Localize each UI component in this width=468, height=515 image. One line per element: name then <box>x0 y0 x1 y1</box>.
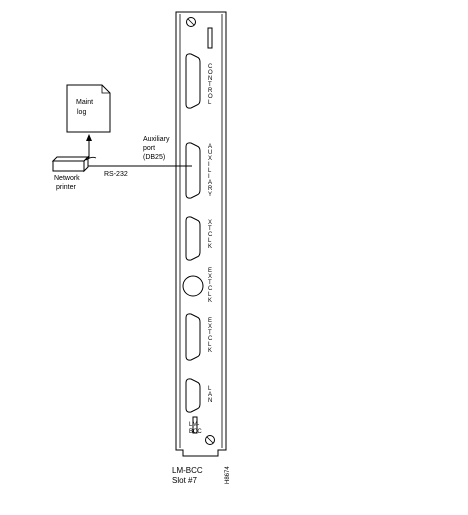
ext-clk-1-port-label-letter: C <box>208 286 213 292</box>
ext-clk-1-port-label-letter: E <box>208 268 212 274</box>
control-port-label: C O N T R O L <box>208 64 213 106</box>
aux-callout-line1: Auxiliary <box>143 136 170 143</box>
ext-clk-1-port-label-letter: K <box>208 298 212 304</box>
lan-port-connector <box>185 378 201 413</box>
lan-port-label-letter: N <box>208 398 212 404</box>
xtclk-port-label: X T C L K <box>208 220 213 250</box>
printer-paper <box>85 156 97 161</box>
top-screw <box>186 17 196 27</box>
control-port-connector <box>185 53 201 109</box>
caption-line1: LM-BCC <box>172 466 203 475</box>
ext-clk-1-port-label: E X T C L K <box>208 268 213 304</box>
control-port-label-letter: T <box>208 82 212 88</box>
top-ejector-slot <box>207 27 213 49</box>
maint-log-label-line2: log <box>77 109 86 116</box>
arrow-head <box>86 134 92 141</box>
control-port-label-letter: O <box>208 70 213 76</box>
ext-clk-1-port-label-letter: L <box>208 292 212 298</box>
bottom-ejector-slot <box>192 416 198 434</box>
ext-clk-2-port-label-letter: E <box>208 318 212 324</box>
lan-port-label-letter: L <box>208 386 212 392</box>
document-fold <box>101 85 110 94</box>
auxiliary-port-label-letter: U <box>208 150 212 156</box>
rs232-cable-label: RS-232 <box>104 171 128 178</box>
control-port-label-letter: R <box>208 88 213 94</box>
auxiliary-port-label-letter: R <box>208 186 213 192</box>
ext-clk-2-port-label-letter: K <box>208 348 212 354</box>
ext-clk-1-port-label-letter: X <box>208 274 212 280</box>
ext-clk-2-port-label: E X T C L K <box>208 318 213 354</box>
xtclk-port-label-letter: X <box>208 220 212 226</box>
maint-log-label-line1: Maint <box>76 99 93 106</box>
auxiliary-port-label-letter: I <box>208 162 210 168</box>
control-port-label-letter: L <box>208 100 212 106</box>
auxiliary-port-label-letter: A <box>208 144 212 150</box>
control-port-label-letter: N <box>208 76 212 82</box>
lm-bcc-panel <box>175 11 227 457</box>
auxiliary-port-label-letter: X <box>208 156 212 162</box>
printer-side-face <box>83 155 89 173</box>
xtclk-port-connector <box>185 216 201 261</box>
auxiliary-port-connector <box>185 142 201 199</box>
panel-name-line1: LM- <box>189 422 199 428</box>
printer-top-face <box>51 156 90 162</box>
xtclk-port-label-letter: T <box>208 226 212 232</box>
ext-clk-2-port-label-letter: T <box>208 330 212 336</box>
ext-clk-1-port-label-letter: T <box>208 280 212 286</box>
ext-clk-2-port-label-letter: C <box>208 336 213 342</box>
printer-front-face <box>52 160 85 172</box>
figure-id: H8674 <box>225 466 231 484</box>
panel-name-line2: BCC <box>189 429 202 435</box>
ext-clk-round-connector <box>182 275 204 297</box>
auxiliary-port-label-letter: Y <box>208 192 212 198</box>
printer-label-line2: printer <box>56 184 77 191</box>
output-arrow <box>86 134 92 158</box>
control-port-label-letter: C <box>208 64 213 70</box>
caption-line2: Slot #7 <box>172 476 197 485</box>
control-port-label-letter: O <box>208 94 213 100</box>
auxiliary-port-label-letter: L <box>208 168 212 174</box>
panel-outline <box>175 11 227 457</box>
aux-callout-line2: port <box>143 145 155 152</box>
aux-callout-line3: (DB25) <box>143 154 165 161</box>
xtclk-port-label-letter: K <box>208 244 212 250</box>
xtclk-port-label-letter: L <box>208 238 212 244</box>
maint-log-document: Maint log <box>66 84 111 133</box>
ext-clk-port-connector <box>185 313 201 361</box>
ext-clk-2-port-label-letter: X <box>208 324 212 330</box>
document-outline <box>66 84 111 133</box>
auxiliary-port-label-letter: I <box>208 174 210 180</box>
lan-port-label-letter: A <box>208 392 212 398</box>
ext-clk-2-port-label-letter: L <box>208 342 212 348</box>
network-printer-icon <box>51 155 100 173</box>
bottom-screw <box>205 435 215 445</box>
lan-port-label: L A N <box>208 386 212 404</box>
xtclk-port-label-letter: C <box>208 232 213 238</box>
auxiliary-port-label: A U X I L I A R Y <box>208 144 213 198</box>
printer-label-line1: Network <box>54 175 80 182</box>
auxiliary-port-label-letter: A <box>208 180 212 186</box>
